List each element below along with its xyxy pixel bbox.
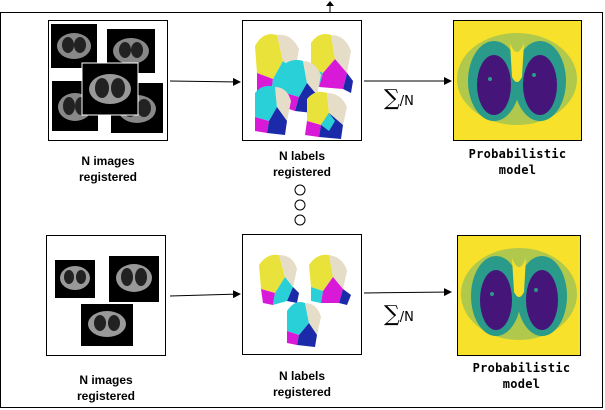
images-caption-1: N images registered — [48, 153, 168, 185]
model-panel-1 — [453, 20, 582, 141]
arrow-images-to-labels-1 — [169, 77, 241, 86]
ct-image-stack-2 — [55, 256, 159, 346]
diagram-frame — [0, 12, 603, 408]
model-caption-line-1: Probabilistic — [468, 147, 567, 161]
ct-image-stack-1 — [51, 24, 163, 133]
ellipsis-dot-3 — [294, 214, 306, 226]
images-caption-line-1: N images — [79, 373, 133, 387]
model-panel-2 — [457, 235, 581, 356]
labels-caption-line-2: registered — [272, 165, 332, 179]
lung-labels-stack-1 — [255, 34, 353, 139]
sum-symbol-2: ∑ — [384, 302, 400, 327]
sum-over-n-1: ∑/N — [384, 88, 414, 113]
arrow-labels-to-model-2 — [363, 288, 452, 297]
images-caption-line-1: N images — [81, 154, 135, 168]
labels-caption-line-1: N labels — [278, 149, 326, 163]
ellipsis-dot-2 — [294, 199, 306, 211]
images-caption-2: N images registered — [46, 372, 166, 404]
ellipsis-dot-1 — [294, 184, 306, 196]
sum-symbol-1: ∑ — [384, 86, 400, 111]
images-caption-line-2: registered — [78, 170, 138, 184]
model-caption-line-2: model — [498, 163, 537, 177]
model-caption-line-1: Probabilistic — [472, 361, 571, 375]
sum-divisor-1: /N — [399, 94, 414, 109]
model-caption-1: Probabilistic model — [440, 146, 595, 178]
model-caption-2: Probabilistic model — [444, 360, 599, 392]
sum-divisor-2: /N — [399, 310, 414, 325]
ct-images-panel-2 — [46, 235, 166, 356]
model-caption-line-2: model — [502, 377, 541, 391]
sum-over-n-2: ∑/N — [384, 304, 414, 329]
probability-map-1 — [454, 21, 581, 140]
labels-panel-2 — [242, 234, 362, 355]
labels-caption-1: N labels registered — [242, 148, 362, 180]
labels-caption-line-2: registered — [272, 385, 332, 399]
labels-panel-1 — [242, 20, 362, 141]
labels-caption-line-1: N labels — [278, 369, 326, 383]
images-caption-line-2: registered — [76, 389, 136, 403]
arrow-images-to-labels-2 — [169, 290, 241, 299]
labels-caption-2: N labels registered — [242, 368, 362, 400]
ct-images-panel-1 — [48, 20, 168, 141]
lung-labels-stack-2 — [259, 254, 351, 347]
probability-map-2 — [458, 236, 580, 355]
